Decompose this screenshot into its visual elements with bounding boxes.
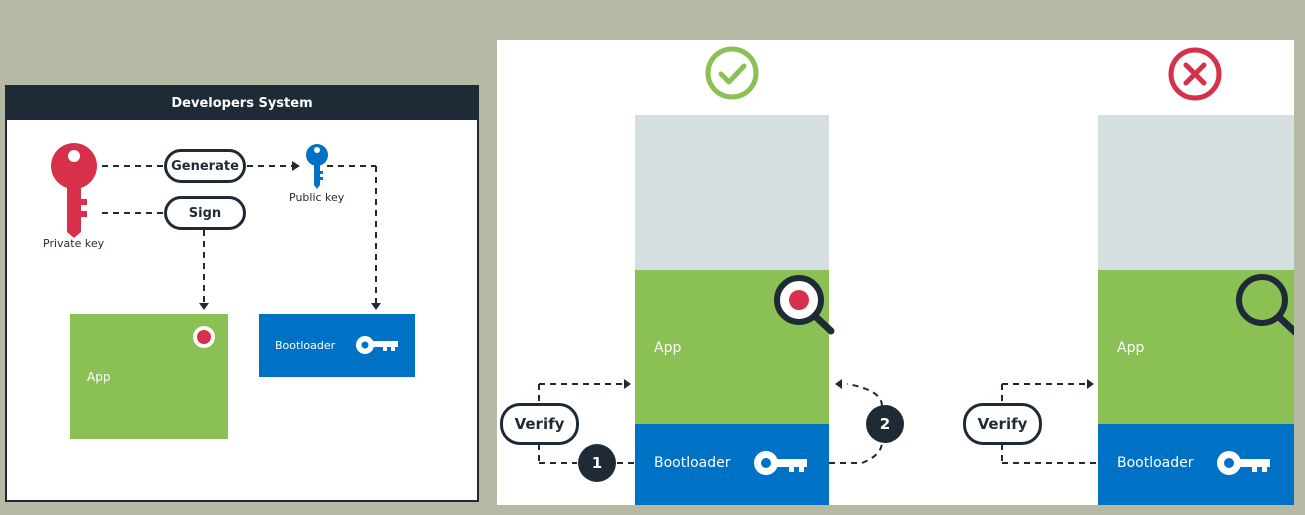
- empty-memory-block: [1098, 115, 1294, 270]
- app-label: App: [87, 370, 111, 384]
- bootloader-label: Bootloader: [654, 455, 731, 471]
- verification-flow-lines: [538, 379, 1097, 464]
- app-label: App: [1117, 340, 1145, 356]
- x-circle-icon: [1168, 47, 1222, 101]
- verification-panel: App Bootloader Verify 1 2 App: [497, 40, 1294, 505]
- key-icon: [754, 451, 807, 475]
- private-key-label: Private key: [43, 237, 105, 250]
- check-circle-icon: [705, 46, 759, 100]
- bootloader-label: Bootloader: [1117, 455, 1194, 471]
- panel-title: Developers System: [7, 87, 477, 120]
- key-icon: [356, 336, 398, 354]
- bootloader-label: Bootloader: [275, 339, 336, 352]
- public-key-icon: [306, 144, 328, 189]
- app-block: App: [1098, 270, 1294, 424]
- key-icon: [1217, 451, 1270, 475]
- verify-step: Verify: [500, 403, 579, 445]
- step-2-badge: 2: [866, 405, 904, 443]
- developers-system-panel: Developers System Private key: [5, 85, 479, 502]
- public-key-label: Public key: [289, 191, 345, 204]
- empty-memory-block: [635, 115, 829, 270]
- magnifier-signature-icon: [774, 275, 835, 335]
- magnifier-icon: [1236, 274, 1294, 336]
- app-label: App: [654, 340, 682, 356]
- signature-dot-icon: [193, 326, 215, 348]
- generate-step: Generate: [164, 149, 246, 183]
- bootloader-block: Bootloader: [1098, 424, 1294, 505]
- bootloader-block: Bootloader: [635, 424, 829, 505]
- connector-lines: [102, 161, 381, 310]
- step-1-badge: 1: [578, 444, 616, 482]
- sign-step: Sign: [164, 196, 246, 230]
- verify-step: Verify: [963, 403, 1042, 445]
- invalid-memory-stack: App Bootloader: [1098, 115, 1294, 505]
- app-block: App: [70, 314, 228, 439]
- bootloader-block: Bootloader: [259, 314, 415, 377]
- magnifier-empty-container: [1232, 270, 1294, 340]
- private-key-icon: [51, 143, 97, 238]
